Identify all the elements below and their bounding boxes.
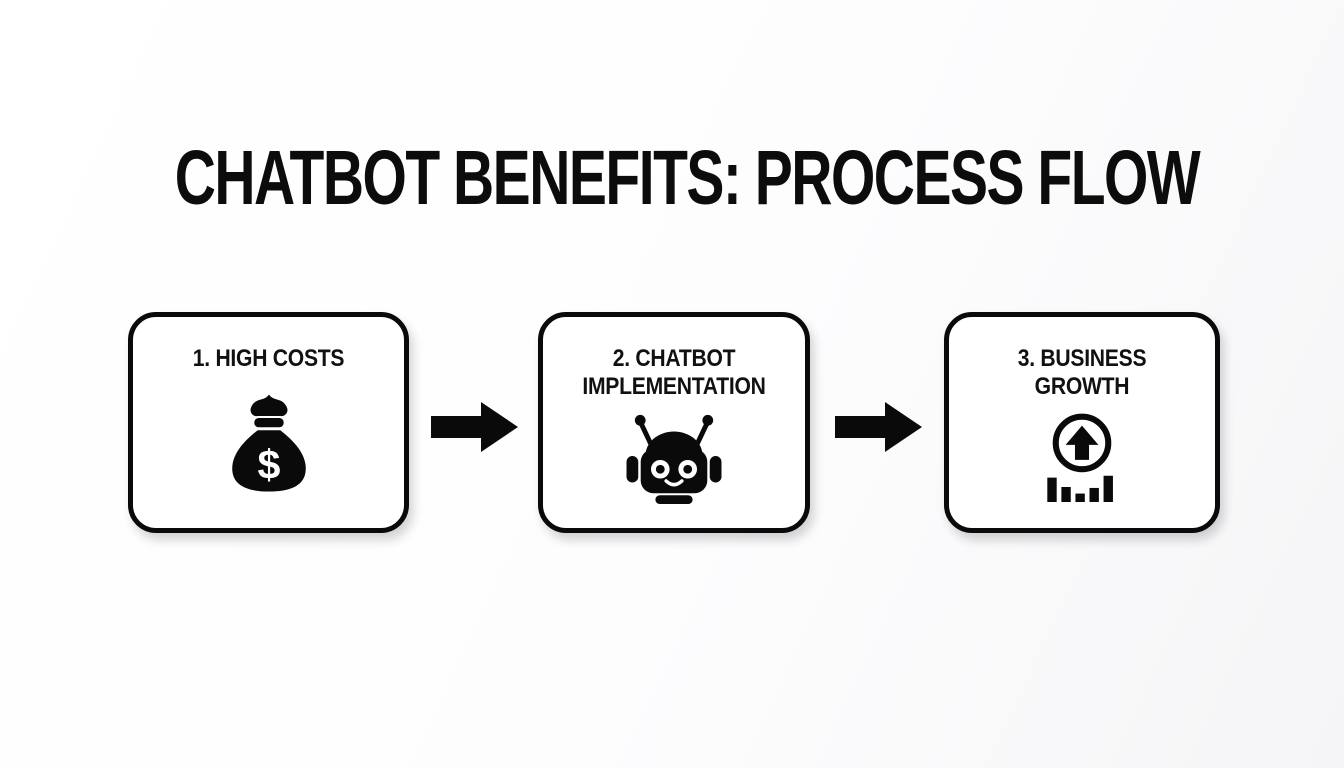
step-icon-slot: $ — [151, 373, 386, 512]
step-label: 2. CHATBOT IMPLEMENTATION — [582, 345, 766, 401]
arrow-right-icon — [431, 402, 518, 452]
step-label: 3. BUSINESS GROWTH — [1017, 345, 1147, 401]
step-icon-slot — [561, 402, 787, 512]
step-icon-slot — [967, 402, 1197, 512]
arrow-right-icon — [835, 402, 922, 452]
money-bag-icon: $ — [231, 394, 306, 492]
robot-icon — [626, 414, 722, 504]
step-box-business-growth: 3. BUSINESS GROWTH — [944, 312, 1220, 533]
step-label: 1. HIGH COSTS — [192, 345, 345, 372]
growth-circle-arrow-bar-chart-icon — [1047, 413, 1113, 502]
page-title: CHATBOT BENEFITS: PROCESS FLOW — [174, 135, 1201, 221]
dollar-glyph: $ — [257, 441, 280, 487]
step-box-high-costs: 1. HIGH COSTS $ — [128, 312, 409, 533]
step-box-chatbot-implementation: 2. CHATBOT IMPLEMENTATION — [538, 312, 810, 533]
